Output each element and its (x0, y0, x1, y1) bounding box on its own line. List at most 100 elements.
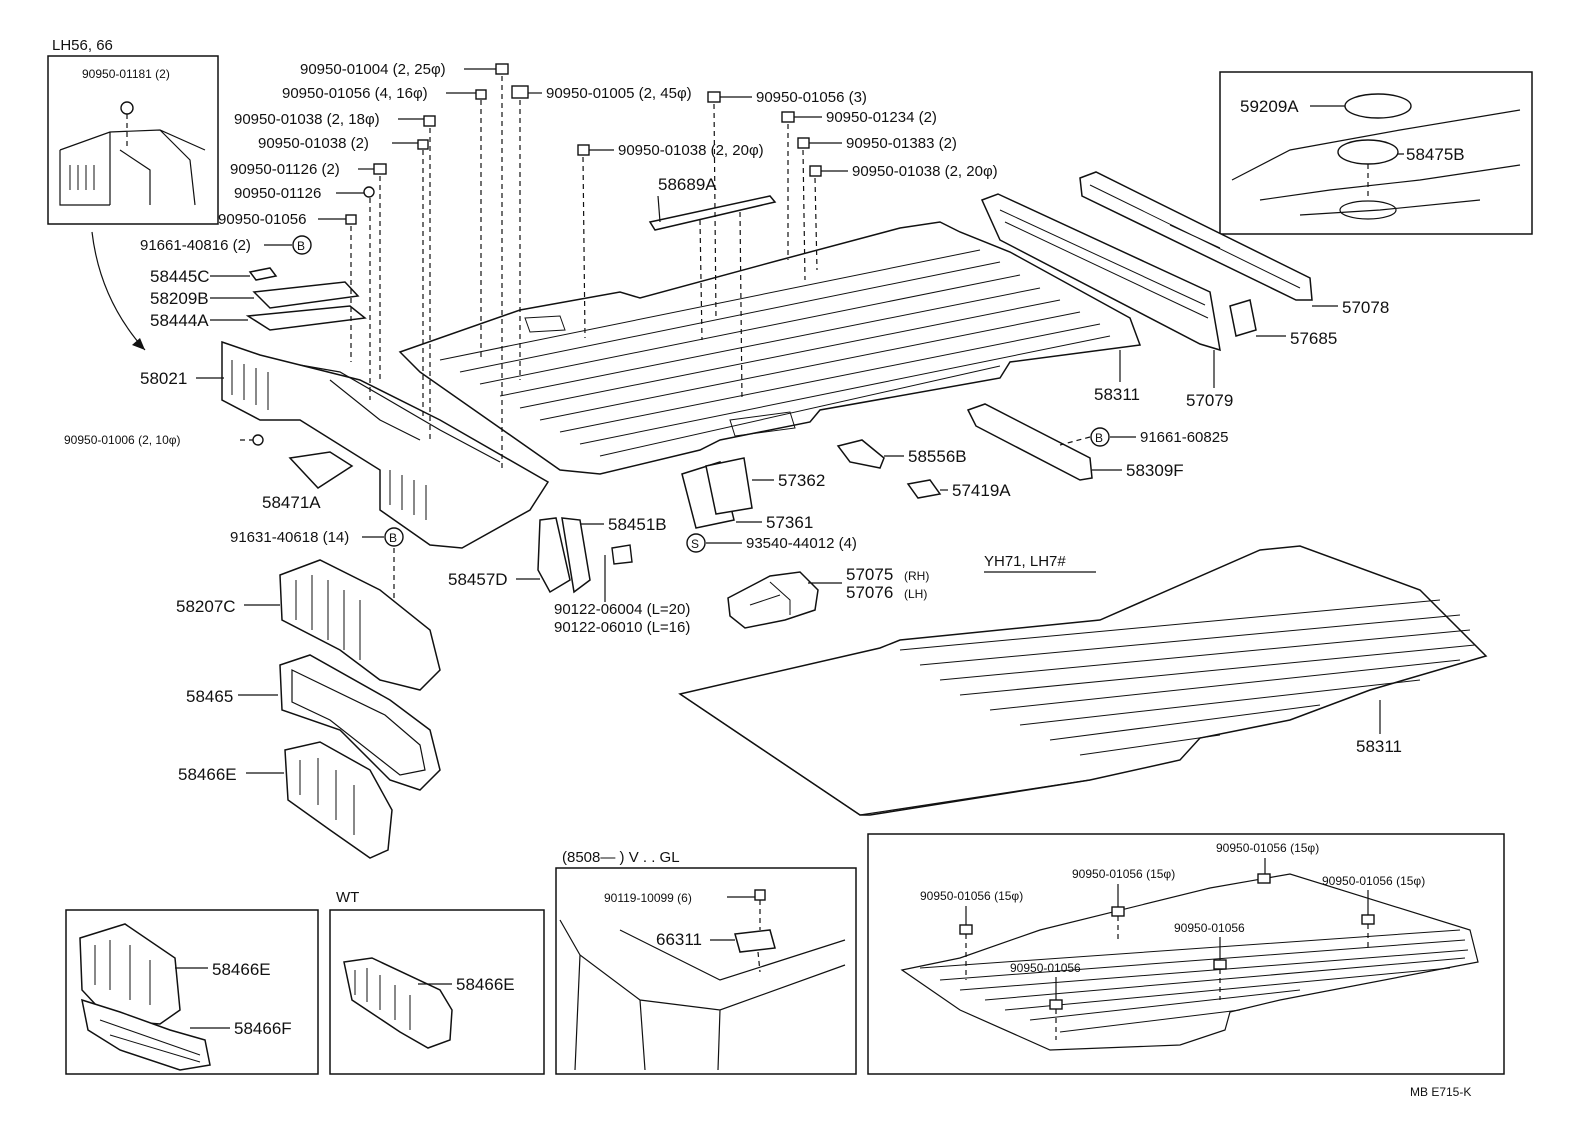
part-90950-01181: 90950-01181 (2) (82, 67, 170, 81)
plug-icon (959, 924, 973, 935)
part-58309F: 58309F (1126, 461, 1184, 480)
part-90950-01126: 90950-01126 (234, 185, 321, 202)
part-90119-10099: 90119-10099 (6) (604, 891, 692, 905)
marker-b-1 (292, 235, 312, 255)
boot-57362 (705, 457, 753, 515)
marker-b-3 (1090, 427, 1110, 447)
screw-bracket-icon (611, 544, 633, 565)
part-58471A: 58471A (262, 493, 321, 512)
part-58466E-wt-left: 58466E (212, 960, 271, 979)
plug-icon (417, 139, 429, 150)
part-58311-top: 58311 (1094, 385, 1140, 404)
seal-ring-icon (1337, 139, 1399, 165)
part-57078: 57078 (1342, 298, 1389, 317)
part-58466F: 58466F (234, 1019, 292, 1038)
pad-58444A (245, 305, 367, 331)
inset-v-gl: (8508— ) V . . GL 90119-10099 (6) 66311 (555, 849, 857, 1075)
variant-label-wt: WT (336, 889, 359, 906)
clip-icon (363, 186, 375, 198)
bracket-icon (734, 929, 776, 953)
part-58465: 58465 (186, 687, 233, 706)
part-57076: 57076 (846, 583, 893, 602)
bracket-58471A (288, 451, 354, 489)
part-58451B: 58451B (608, 515, 667, 534)
plug-icon (475, 89, 487, 100)
variant-label-v-gl: (8508— ) V . . GL (562, 849, 680, 866)
pad-58209B (252, 281, 360, 309)
part-58207C: 58207C (176, 597, 236, 616)
part-57685: 57685 (1290, 329, 1337, 348)
plug-icon (809, 165, 822, 177)
part-58445C: 58445C (150, 267, 210, 286)
floor-pan-main (398, 221, 1142, 475)
part-57419A: 57419A (952, 481, 1011, 500)
inset-wide-floor-wt-left: 58466E 58466F (65, 909, 319, 1075)
part-58466E-wt: 58466E (456, 975, 515, 994)
part-58466E: 58466E (178, 765, 237, 784)
plug-icon (707, 91, 721, 103)
part-90950-01056-3: 90950-01056 (3) (756, 89, 867, 106)
part-90122-06010: 90122-06010 (L=16) (554, 619, 690, 636)
arrow-indicator (91, 231, 146, 351)
diagram-code: MB E715-K (1410, 1085, 1471, 1099)
seal-58451B (561, 517, 591, 594)
marker-b-label: B (389, 531, 397, 545)
block-57685 (1229, 299, 1257, 337)
plug-icon (797, 137, 810, 149)
part-br-15-b: 90950-01056 (15φ) (1072, 867, 1175, 881)
part-91631-40618: 91631-40618 (14) (230, 529, 349, 546)
seal-58465 (279, 654, 441, 791)
part-91661-40816: 91661-40816 (2) (140, 237, 251, 254)
bracket-58556B (836, 439, 885, 469)
inset-wt: WT 58466E (329, 889, 545, 1075)
seal-58457D (537, 517, 571, 594)
pad-57419A (906, 479, 942, 499)
bolt-icon (754, 889, 766, 901)
inset-lh5666: LH56, 66 90950-01181 (2) (47, 37, 219, 225)
part-58209B: 58209B (150, 289, 209, 308)
marker-b-label: B (1095, 431, 1103, 445)
cover-icon (1344, 93, 1412, 119)
part-90950-01056: 90950-01056 (218, 211, 306, 228)
marker-s (686, 533, 706, 553)
plug-icon (511, 85, 529, 99)
part-58444A: 58444A (150, 311, 209, 330)
arrow-head-icon (132, 338, 145, 350)
pad-58445C (248, 267, 278, 281)
plug-icon (577, 144, 590, 156)
inset-body-mount: 59209A 58475B (1219, 71, 1533, 235)
plug-icon (1111, 906, 1125, 917)
part-58689A: 58689A (658, 175, 717, 194)
part-90950-01004: 90950-01004 (2, 25φ) (300, 61, 446, 78)
part-59209A: 59209A (1240, 97, 1299, 116)
part-90122-06004: 90122-06004 (L=20) (554, 601, 690, 618)
part-58556B: 58556B (908, 447, 967, 466)
plug-icon (495, 63, 509, 75)
part-93540-44012: 93540-44012 (4) (746, 535, 857, 552)
part-90950-01038-20a: 90950-01038 (2, 20φ) (618, 142, 764, 159)
part-58475B: 58475B (1406, 145, 1465, 164)
part-91661-60825: 91661-60825 (1140, 429, 1228, 446)
plug-icon (1257, 873, 1271, 884)
part-br-b: 90950-01056 (1010, 961, 1081, 975)
plug-icon (1361, 914, 1375, 925)
part-66311: 66311 (656, 930, 702, 949)
member-58309F (966, 403, 1093, 481)
part-90950-01038-2: 90950-01038 (2) (258, 135, 369, 152)
part-br-15-a: 90950-01056 (15φ) (1216, 841, 1319, 855)
part-57362: 57362 (778, 471, 825, 490)
part-57075-rh: (RH) (904, 569, 929, 583)
member-57078 (1079, 171, 1313, 301)
part-br-15-d: 90950-01056 (15φ) (920, 889, 1023, 903)
part-57075: 57075 (846, 565, 893, 584)
part-90950-01383: 90950-01383 (2) (846, 135, 957, 152)
grommet-icon (120, 101, 134, 115)
part-57079: 57079 (1186, 391, 1233, 410)
plug-icon (252, 434, 264, 446)
plug-icon (1213, 959, 1227, 970)
side-panel-58021 (221, 340, 550, 549)
plug-icon (423, 115, 436, 127)
inset-floor-bottom-right: 90950-01056 (15φ) 90950-01056 (15φ) 9095… (867, 833, 1505, 1075)
part-90950-01038-18: 90950-01038 (2, 18φ) (234, 111, 380, 128)
part-br-15-c: 90950-01056 (15φ) (1322, 874, 1425, 888)
